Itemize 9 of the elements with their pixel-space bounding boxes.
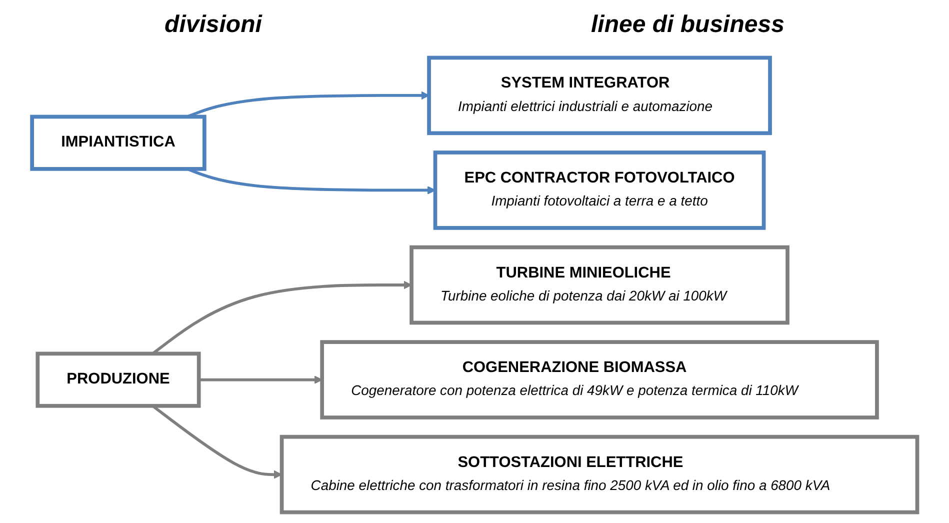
node-box: EPC CONTRACTOR FOTOVOLTAICO Impianti fotovoltaici a terra e a tetto xyxy=(433,150,766,230)
node-box: SOTTOSTAZIONI ELETTRICHE Cabine elettriche con trasformatori in resina fino 2500 kVA ed in olio fino a 6800 kVA xyxy=(280,434,920,514)
node-box: IMPIANTISTICA xyxy=(30,114,206,171)
node-box: COGENERAZIONE BIOMASSA Cogeneratore con potenza elettrica di 49kW e potenza termica di 110kW xyxy=(320,340,879,420)
column-heading: linee di business xyxy=(591,11,784,39)
node-box: SYSTEM INTEGRATOR Impianti elettrici industriali e automazione xyxy=(426,56,772,136)
node-box: TURBINE MINIEOLICHE Turbine eoliche di potenza dai 20kW ai 100kW xyxy=(409,245,790,325)
column-heading: divisioni xyxy=(164,11,262,39)
node-box: PRODUZIONE xyxy=(36,352,201,408)
